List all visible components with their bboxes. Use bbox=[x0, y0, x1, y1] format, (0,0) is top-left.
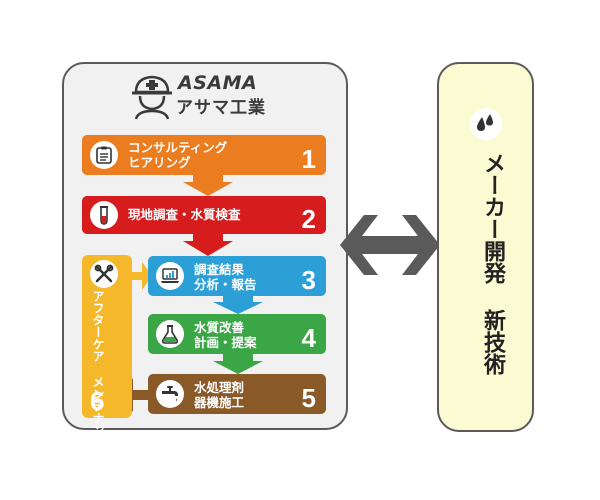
step-treatment-install: 水処理剤 器機施工 5 bbox=[148, 374, 326, 414]
step3-line2: 分析・報告 bbox=[194, 277, 257, 292]
step2-icon-circle bbox=[90, 201, 118, 229]
step1-label: コンサルティング ヒアリング bbox=[128, 140, 227, 170]
step5-line2: 器機施工 bbox=[194, 395, 245, 410]
step1-icon-circle bbox=[90, 141, 118, 169]
step3-icon-circle bbox=[156, 262, 184, 290]
test-tube-icon bbox=[100, 206, 108, 225]
connector-3-4 bbox=[213, 296, 263, 314]
step2-label: 現地調査・水質検査 bbox=[128, 207, 241, 222]
step4-line1: 水質改善 bbox=[194, 320, 245, 335]
step3-label: 調査結果 分析・報告 bbox=[194, 262, 257, 292]
aftercare-label: アフターケア メンテナンス bbox=[91, 290, 105, 448]
step1-line1: コンサルティング bbox=[128, 140, 228, 155]
step4-label: 水質改善 計画・提案 bbox=[194, 320, 257, 350]
water-drops-icon bbox=[477, 114, 493, 131]
step4-icon-circle bbox=[156, 320, 184, 348]
step5-number: 5 bbox=[301, 383, 316, 413]
brand-name-ja: アサマ工業 bbox=[176, 98, 266, 118]
step2-line1: 現地調査・水質検査 bbox=[128, 207, 241, 222]
step-consulting: コンサルティング ヒアリング 1 bbox=[82, 135, 326, 175]
step-improvement-plan: 水質改善 計画・提案 4 bbox=[148, 314, 326, 354]
step-analysis-report: 調査結果 分析・報告 3 bbox=[148, 256, 326, 296]
connector-2-3 bbox=[183, 234, 233, 256]
faucet-icon bbox=[162, 386, 178, 402]
connector-4-5 bbox=[213, 354, 263, 374]
laptop-chart-icon bbox=[161, 268, 179, 283]
step1-line2: ヒアリング bbox=[128, 155, 191, 170]
double-arrow-icon bbox=[340, 215, 440, 275]
step5-icon-circle bbox=[156, 380, 184, 408]
step1-number: 1 bbox=[301, 144, 316, 174]
maker-icon-circle bbox=[470, 108, 502, 140]
step3-line1: 調査結果 bbox=[194, 262, 245, 277]
brand-name-en: ASAMA bbox=[178, 72, 258, 94]
aftercare-arrow-out bbox=[132, 262, 152, 290]
step3-number: 3 bbox=[301, 265, 316, 295]
step-site-survey: 現地調査・水質検査 2 bbox=[82, 196, 326, 234]
connector-1-2 bbox=[183, 175, 233, 196]
step4-line2: 計画・提案 bbox=[194, 335, 257, 350]
clipboard-icon bbox=[96, 146, 112, 164]
step5-line1: 水処理剤 bbox=[194, 380, 245, 395]
aftercare-number: 6 bbox=[90, 386, 105, 416]
flask-icon bbox=[161, 325, 179, 344]
maker-label: メーカー開発 新技術 bbox=[480, 152, 505, 375]
step2-number: 2 bbox=[301, 204, 316, 234]
worker-helmet-icon bbox=[132, 75, 172, 120]
aftercare-icon-circle bbox=[90, 260, 118, 288]
step4-number: 4 bbox=[301, 323, 316, 353]
tools-icon bbox=[94, 264, 114, 283]
step5-label: 水処理剤 器機施工 bbox=[194, 380, 244, 410]
